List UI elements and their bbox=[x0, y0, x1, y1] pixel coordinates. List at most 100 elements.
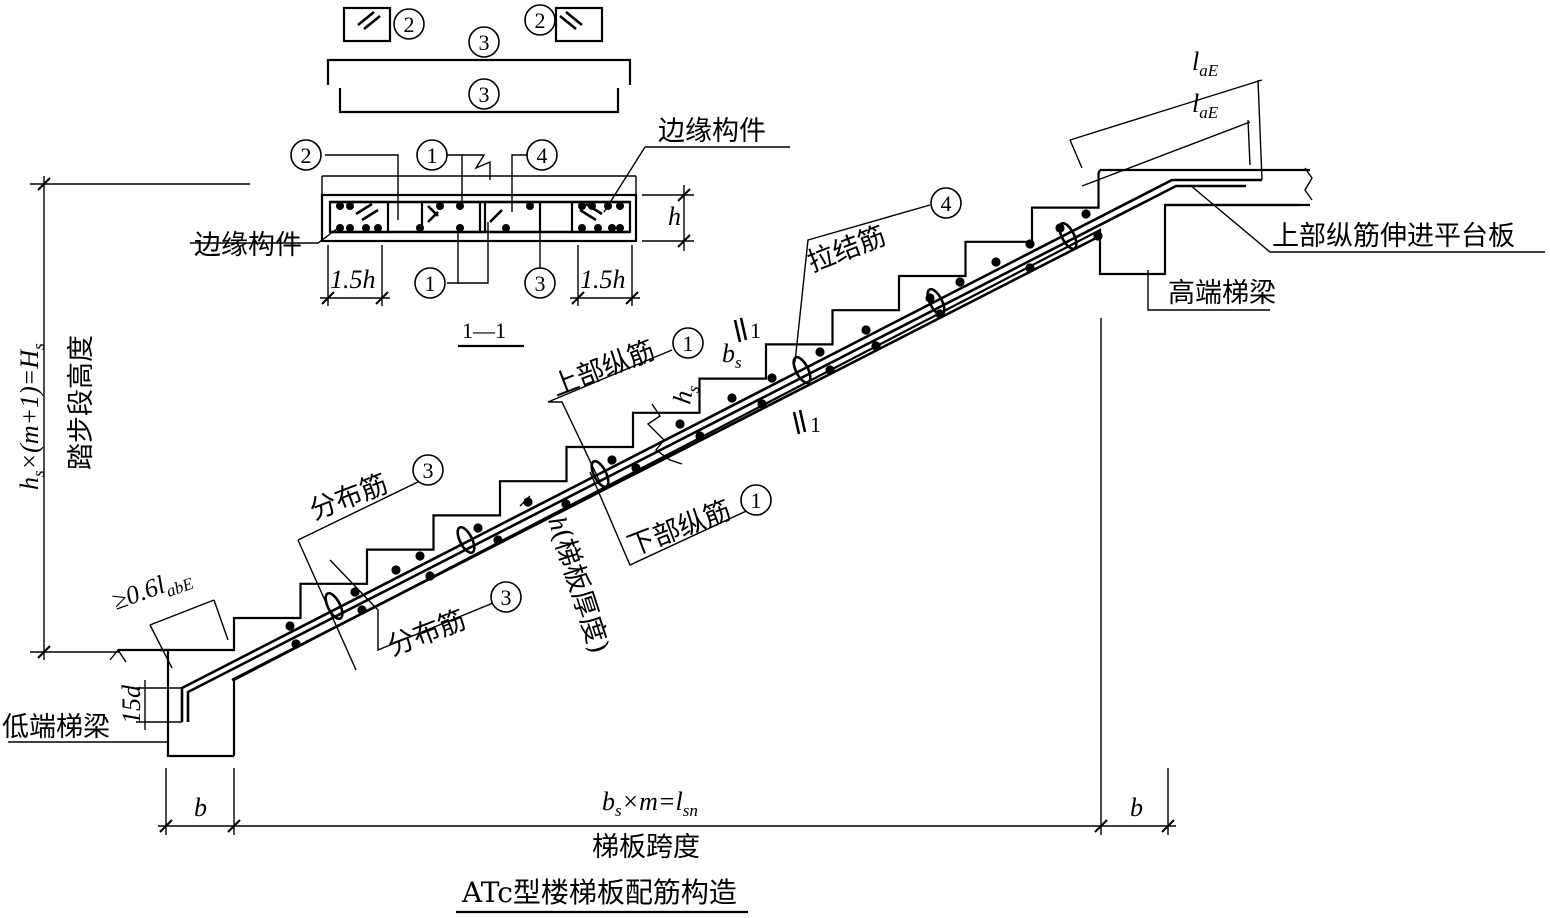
callout-number: 1 bbox=[425, 271, 436, 296]
section-rebar-dot bbox=[336, 224, 344, 232]
upper-longitudinal-bar bbox=[180, 178, 1262, 722]
callout-circle bbox=[524, 267, 556, 299]
dim-laE-outer: laE bbox=[1192, 47, 1219, 80]
dim-laE-inner: laE bbox=[1192, 89, 1219, 122]
lower-bar-dot bbox=[357, 605, 367, 615]
label-slab-span: 梯板跨度 bbox=[592, 832, 700, 863]
cell-2 bbox=[420, 200, 482, 234]
slab-soffit bbox=[232, 203, 1300, 756]
upper-bar-dot bbox=[815, 347, 825, 357]
lower-bar-dot bbox=[291, 639, 301, 649]
dim-anchor: ≥0.6labE bbox=[108, 560, 196, 619]
upper-longitudinal-bar-inner bbox=[186, 184, 1246, 722]
callout-number: 4 bbox=[941, 191, 952, 216]
callout-circle bbox=[393, 8, 425, 40]
upper-bar-dot bbox=[607, 455, 617, 465]
callout-circle bbox=[416, 139, 448, 171]
callout-circle bbox=[290, 139, 322, 171]
callout-circle bbox=[412, 454, 444, 486]
callout-number: 3 bbox=[479, 30, 490, 55]
dim-span-formula: bs×m=lsn bbox=[602, 787, 698, 820]
section-rebar-dot bbox=[336, 202, 344, 210]
callout-circle bbox=[468, 26, 500, 58]
figure-title: ATc型楼梯板配筋构造 bbox=[461, 876, 737, 909]
section-rebar-dot bbox=[526, 202, 534, 210]
upper-bar-dot bbox=[285, 621, 295, 631]
callout-number: 3 bbox=[479, 82, 490, 107]
tie-bar-loop bbox=[1058, 221, 1078, 251]
tie-bar-loop bbox=[456, 525, 476, 555]
lower-bar-dot bbox=[425, 571, 435, 581]
section-rebar-dot bbox=[436, 202, 444, 210]
bar-2-detail-right bbox=[554, 6, 604, 43]
section-rebar-dot bbox=[578, 224, 586, 232]
label-edge-member-top: 边缘构件 bbox=[658, 116, 766, 147]
callout-circle bbox=[672, 327, 704, 359]
callout-number: 3 bbox=[535, 271, 546, 296]
label-edge-member-left: 边缘构件 bbox=[194, 230, 302, 261]
bar-3-shape-top bbox=[326, 58, 632, 85]
section-rebar-dot bbox=[594, 224, 602, 232]
upper-bar-dot bbox=[1025, 239, 1035, 249]
lower-bar-dot bbox=[493, 535, 503, 545]
section-rebar-dots bbox=[336, 202, 624, 232]
lower-bar-dot bbox=[871, 341, 881, 351]
upper-bar-dot bbox=[415, 551, 425, 561]
callout-circle bbox=[414, 267, 446, 299]
bar-2-hook-left bbox=[357, 10, 381, 31]
callout-number: 3 bbox=[423, 458, 434, 483]
label-slab-thickness: h(梯板厚度) bbox=[541, 513, 614, 658]
section-rebar-dot bbox=[416, 224, 424, 232]
section-rebar-dot bbox=[578, 202, 586, 210]
label-distribution-upper: 分布筋 bbox=[305, 469, 392, 527]
callout-circle bbox=[930, 187, 962, 219]
section-rebar-dot bbox=[616, 202, 624, 210]
callout-number: 2 bbox=[404, 12, 415, 37]
callout-number: 1 bbox=[427, 143, 438, 168]
dim-15d: 15d bbox=[117, 684, 146, 724]
label-lower-longitudinal: 下部纵筋 bbox=[623, 495, 735, 563]
label-upper-bar-into-platform: 上部纵筋伸进平台板 bbox=[1272, 221, 1515, 252]
lower-bar-dot bbox=[1025, 263, 1035, 273]
label-low-end-beam: 低端梯梁 bbox=[2, 712, 110, 743]
stair-slab-elevation: 1 1 laE laE ≥0.6labE 15d bs hs bbox=[2, 47, 1545, 863]
dim-1-5h-right: 1.5h bbox=[580, 265, 626, 294]
callout-number: 1 bbox=[751, 488, 762, 513]
lower-bar-dot bbox=[757, 399, 767, 409]
dim-hs: hs bbox=[667, 381, 703, 406]
callout-number: 2 bbox=[535, 8, 546, 33]
tie-bar-loop bbox=[590, 459, 610, 489]
dim-height-formula: hs×(m+1)=Hs bbox=[15, 343, 48, 490]
callout-number: 3 bbox=[501, 585, 512, 610]
upper-bar-dot bbox=[473, 523, 483, 533]
callout-number: 4 bbox=[537, 143, 548, 168]
upper-bar-dot bbox=[350, 587, 360, 597]
dim-b-left: b bbox=[194, 793, 207, 822]
lower-bar-dot bbox=[825, 365, 835, 375]
section-rebar-dot bbox=[362, 224, 370, 232]
section-rebar-dot bbox=[502, 224, 510, 232]
slab-break-mark bbox=[646, 403, 683, 465]
upper-bar-dot bbox=[861, 325, 871, 335]
section-rebar-dot bbox=[616, 224, 624, 232]
tie-bar-leader bbox=[794, 204, 931, 363]
slab-section bbox=[320, 193, 638, 243]
callout-number: 2 bbox=[301, 143, 312, 168]
slab-rebar-dots bbox=[285, 209, 1103, 649]
section-h-label: h bbox=[668, 202, 681, 231]
section-detail: h 1.5h 1.5h 1—1 边缘构件 边缘构件 bbox=[190, 6, 790, 348]
upper-bar-dot bbox=[991, 257, 1001, 267]
bar-2-detail-left bbox=[342, 6, 392, 43]
lower-bar-dot bbox=[695, 431, 705, 441]
upper-bar-dot bbox=[955, 277, 965, 287]
callout-circle bbox=[526, 139, 558, 171]
upper-bar-dot bbox=[727, 393, 737, 403]
section-title: 1—1 bbox=[462, 318, 506, 343]
section-rebar-dot bbox=[608, 224, 616, 232]
upper-bar-dot bbox=[675, 419, 685, 429]
lower-bar-dot bbox=[631, 463, 641, 473]
lower-bar-dot bbox=[561, 499, 571, 509]
